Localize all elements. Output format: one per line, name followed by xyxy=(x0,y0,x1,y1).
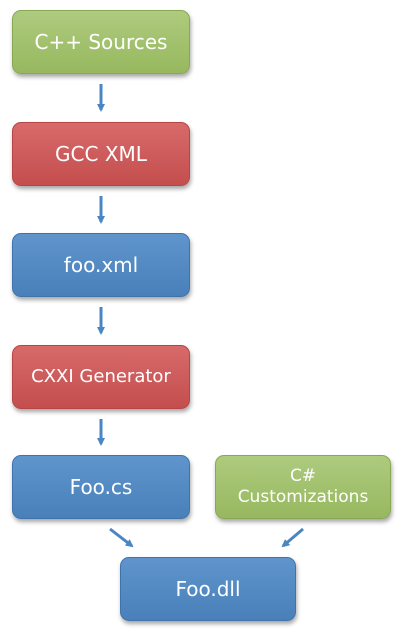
node-cpp-sources: C++ Sources xyxy=(12,10,190,74)
arrow-csharp-to-foodll xyxy=(281,527,304,548)
node-foo-dll: Foo.dll xyxy=(120,557,296,621)
node-gcc-xml: GCC XML xyxy=(12,122,190,186)
node-foo-cs: Foo.cs xyxy=(12,455,190,519)
node-csharp-customizations: C# Customizations xyxy=(215,455,391,519)
node-foo-xml: foo.xml xyxy=(12,233,190,297)
node-cxxi-generator: CXXI Generator xyxy=(12,345,190,409)
node-cpp-sources-label: C++ Sources xyxy=(34,29,168,54)
arrow-foocs-to-foodll xyxy=(109,527,134,548)
node-foo-xml-label: foo.xml xyxy=(63,252,139,277)
node-foo-cs-label: Foo.cs xyxy=(69,474,133,499)
node-gcc-xml-label: GCC XML xyxy=(55,141,147,166)
node-foo-dll-label: Foo.dll xyxy=(175,576,241,601)
node-cxxi-generator-label: CXXI Generator xyxy=(31,365,171,387)
node-csharp-customizations-label: C# Customizations xyxy=(237,465,369,507)
